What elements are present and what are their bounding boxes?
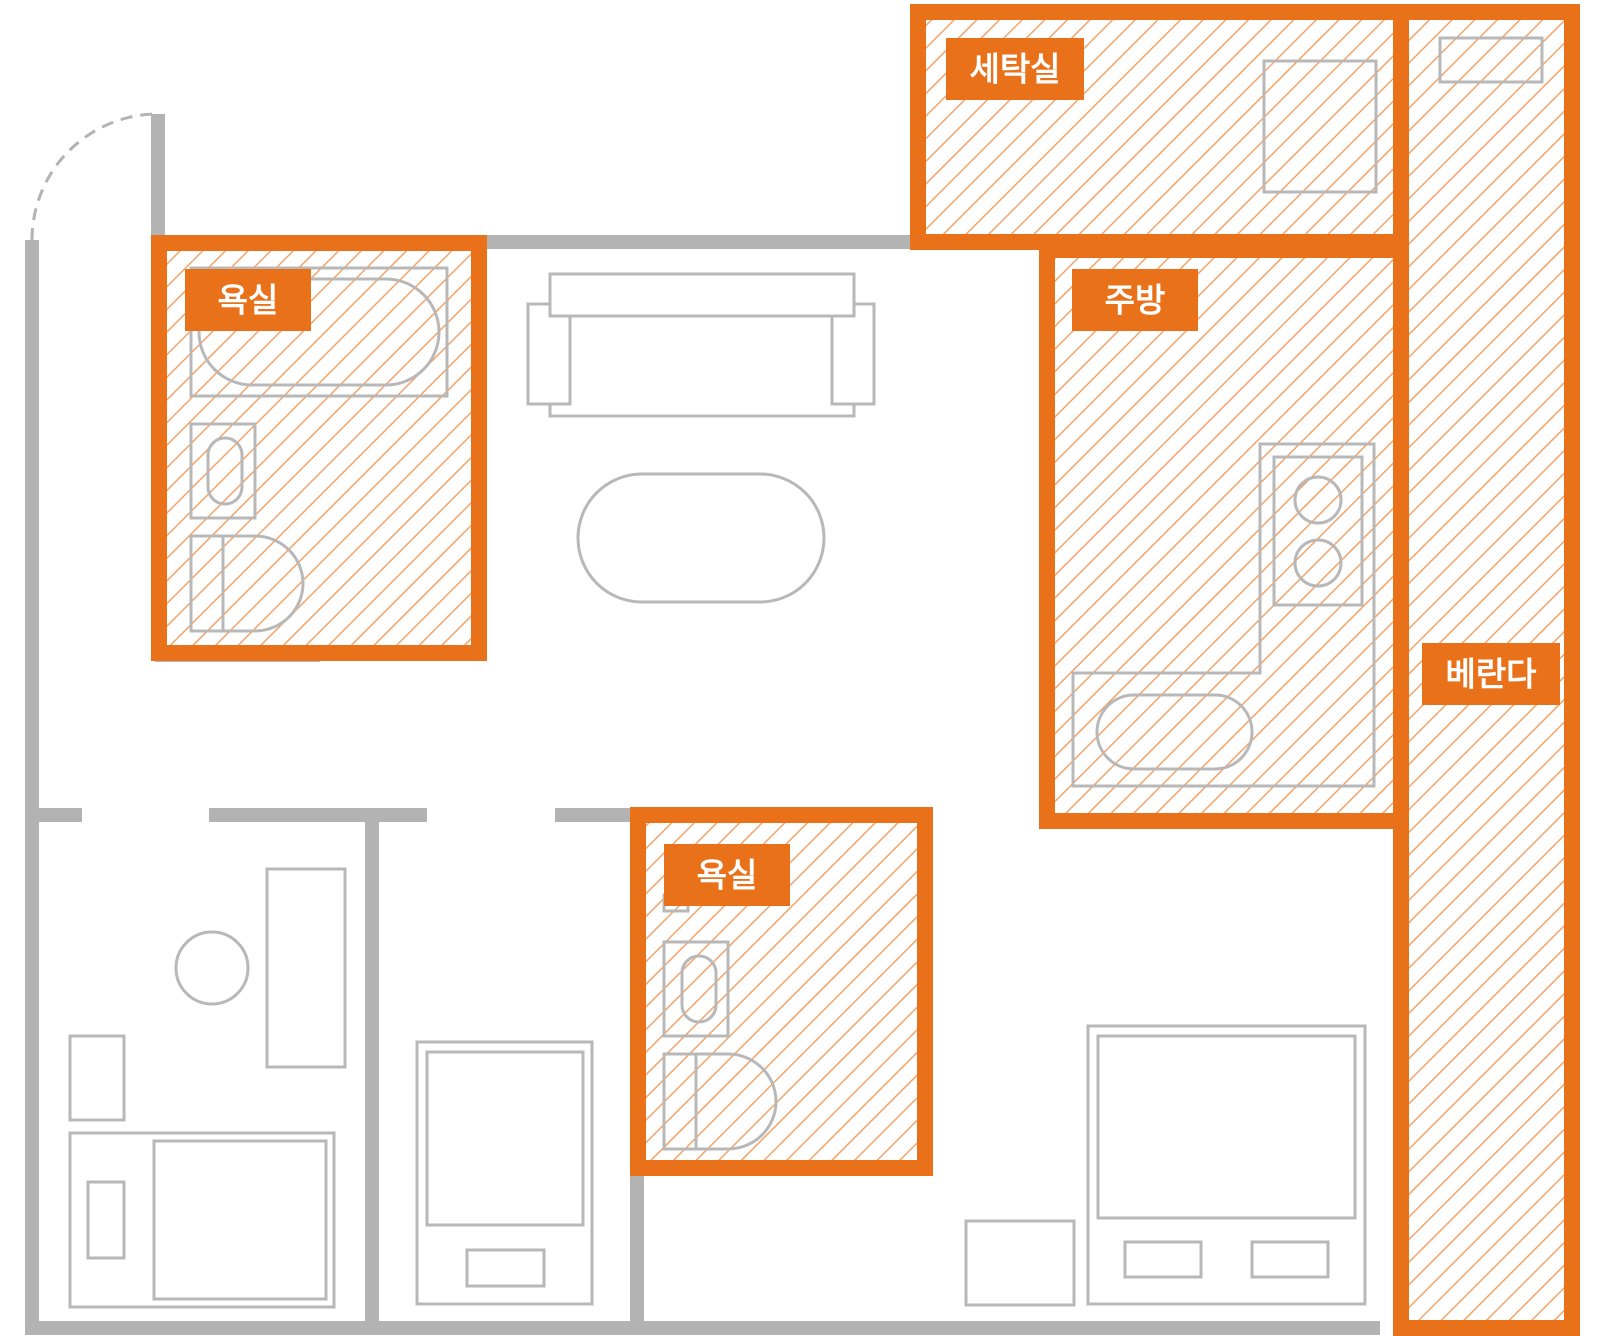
burner-top	[1293, 475, 1343, 525]
bed-middle-frame	[415, 1040, 594, 1306]
label-balcony: 베란다	[1422, 643, 1560, 705]
bed-right-pillow-right	[1250, 1240, 1330, 1279]
zone-kitchen	[1039, 242, 1409, 829]
burner-bottom	[1293, 538, 1343, 588]
bed-right-pillow-left	[1123, 1240, 1203, 1279]
nightstand	[68, 1034, 126, 1122]
cooktop	[1272, 455, 1364, 607]
toilet-1-bowl	[221, 534, 305, 633]
label-laundry-text: 세탁실	[969, 50, 1060, 89]
sofa-arm-right	[830, 302, 876, 406]
bed-left-pillow	[86, 1180, 126, 1260]
sink-2-basin	[680, 954, 718, 1024]
sink-1-basin	[206, 436, 244, 506]
sink-1-frame	[189, 422, 257, 520]
label-kitchen: 주방	[1072, 269, 1198, 331]
bed-right-mattress	[1096, 1034, 1357, 1220]
label-laundry: 세탁실	[946, 38, 1084, 100]
bed-middle-pillow	[465, 1248, 546, 1288]
kitchen-counter	[1071, 442, 1376, 788]
bed-left-mattress	[152, 1139, 328, 1301]
balcony-unit	[1438, 36, 1544, 84]
door-swing-arc	[30, 112, 159, 241]
bed-left-frame	[68, 1131, 336, 1309]
label-kitchen-text: 주방	[1105, 281, 1166, 320]
sofa	[526, 272, 876, 418]
bed-right-frame	[1086, 1024, 1367, 1306]
walls	[25, 114, 1380, 1335]
toilet-2-bowl	[694, 1052, 778, 1151]
kitchen-sink	[1095, 693, 1254, 771]
bed-middle-mattress	[425, 1050, 585, 1227]
sofa-back	[548, 272, 856, 318]
label-balcony-text: 베란다	[1445, 655, 1537, 694]
sink-2-frame	[662, 940, 730, 1038]
coffee-table	[576, 472, 826, 604]
desk	[265, 867, 347, 1069]
label-bathroom-2-text: 욕실	[697, 856, 758, 895]
sofa-body	[548, 302, 856, 418]
label-bathroom-1-text: 욕실	[218, 281, 279, 320]
bathtub-basin	[197, 277, 441, 387]
side-table	[964, 1219, 1076, 1307]
sofa-arm-left	[526, 302, 572, 406]
bathtub-frame	[189, 266, 449, 398]
washing-machine	[1262, 59, 1378, 194]
label-bathroom-1: 욕실	[185, 269, 311, 331]
label-bathroom-2: 욕실	[664, 844, 790, 906]
round-stool	[174, 930, 250, 1006]
kitchen-area	[1039, 242, 1409, 829]
